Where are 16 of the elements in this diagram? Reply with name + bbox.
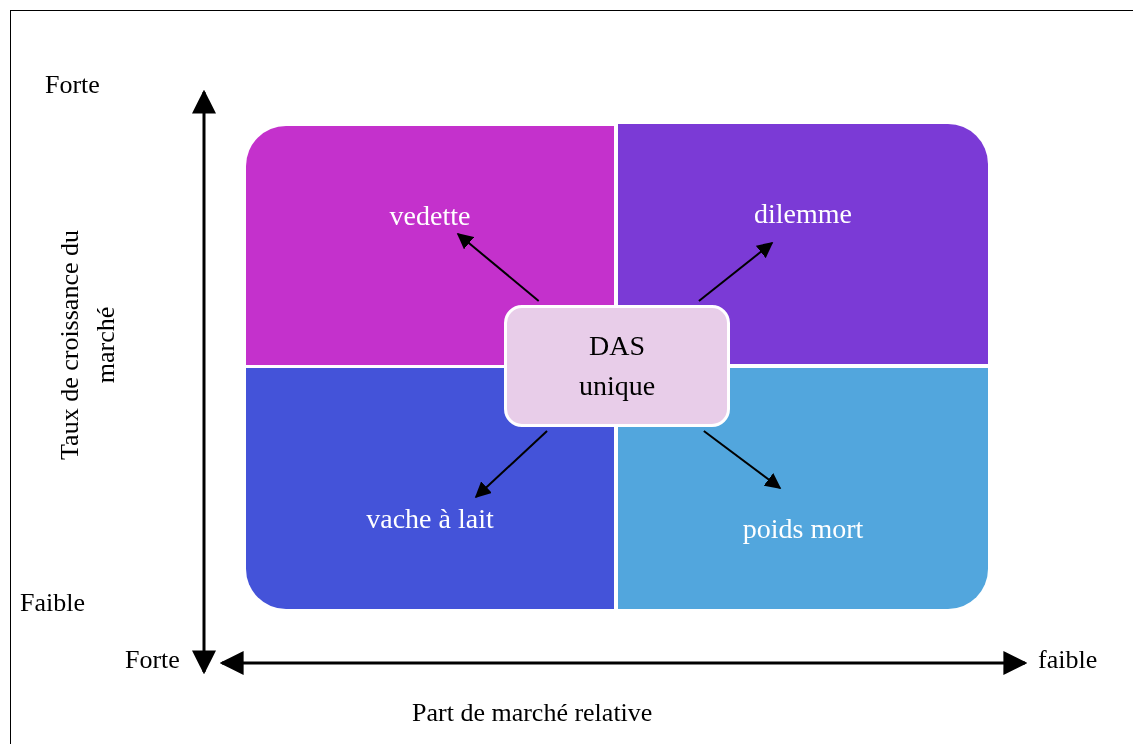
arrow — [456, 233, 540, 302]
arrow — [697, 242, 774, 302]
center-box — [504, 305, 730, 427]
axis-label: faible — [1038, 645, 1098, 675]
axis-title: Part de marché relative — [412, 698, 653, 728]
axis-title: Taux de croissance du marché — [54, 229, 121, 462]
quadrant-label: vache à lait — [366, 503, 494, 535]
quadrant-label: poids mort — [742, 513, 864, 545]
quadrant-label: dilemme — [754, 198, 852, 230]
center-label: DAS unique — [577, 329, 657, 403]
quadrant-label: vedette — [389, 200, 471, 232]
axis-label: Forte — [125, 645, 180, 675]
axis-label: Faible — [20, 588, 85, 618]
axis-label: Forte — [45, 70, 100, 100]
arrow — [702, 430, 782, 489]
arrow — [474, 430, 549, 499]
